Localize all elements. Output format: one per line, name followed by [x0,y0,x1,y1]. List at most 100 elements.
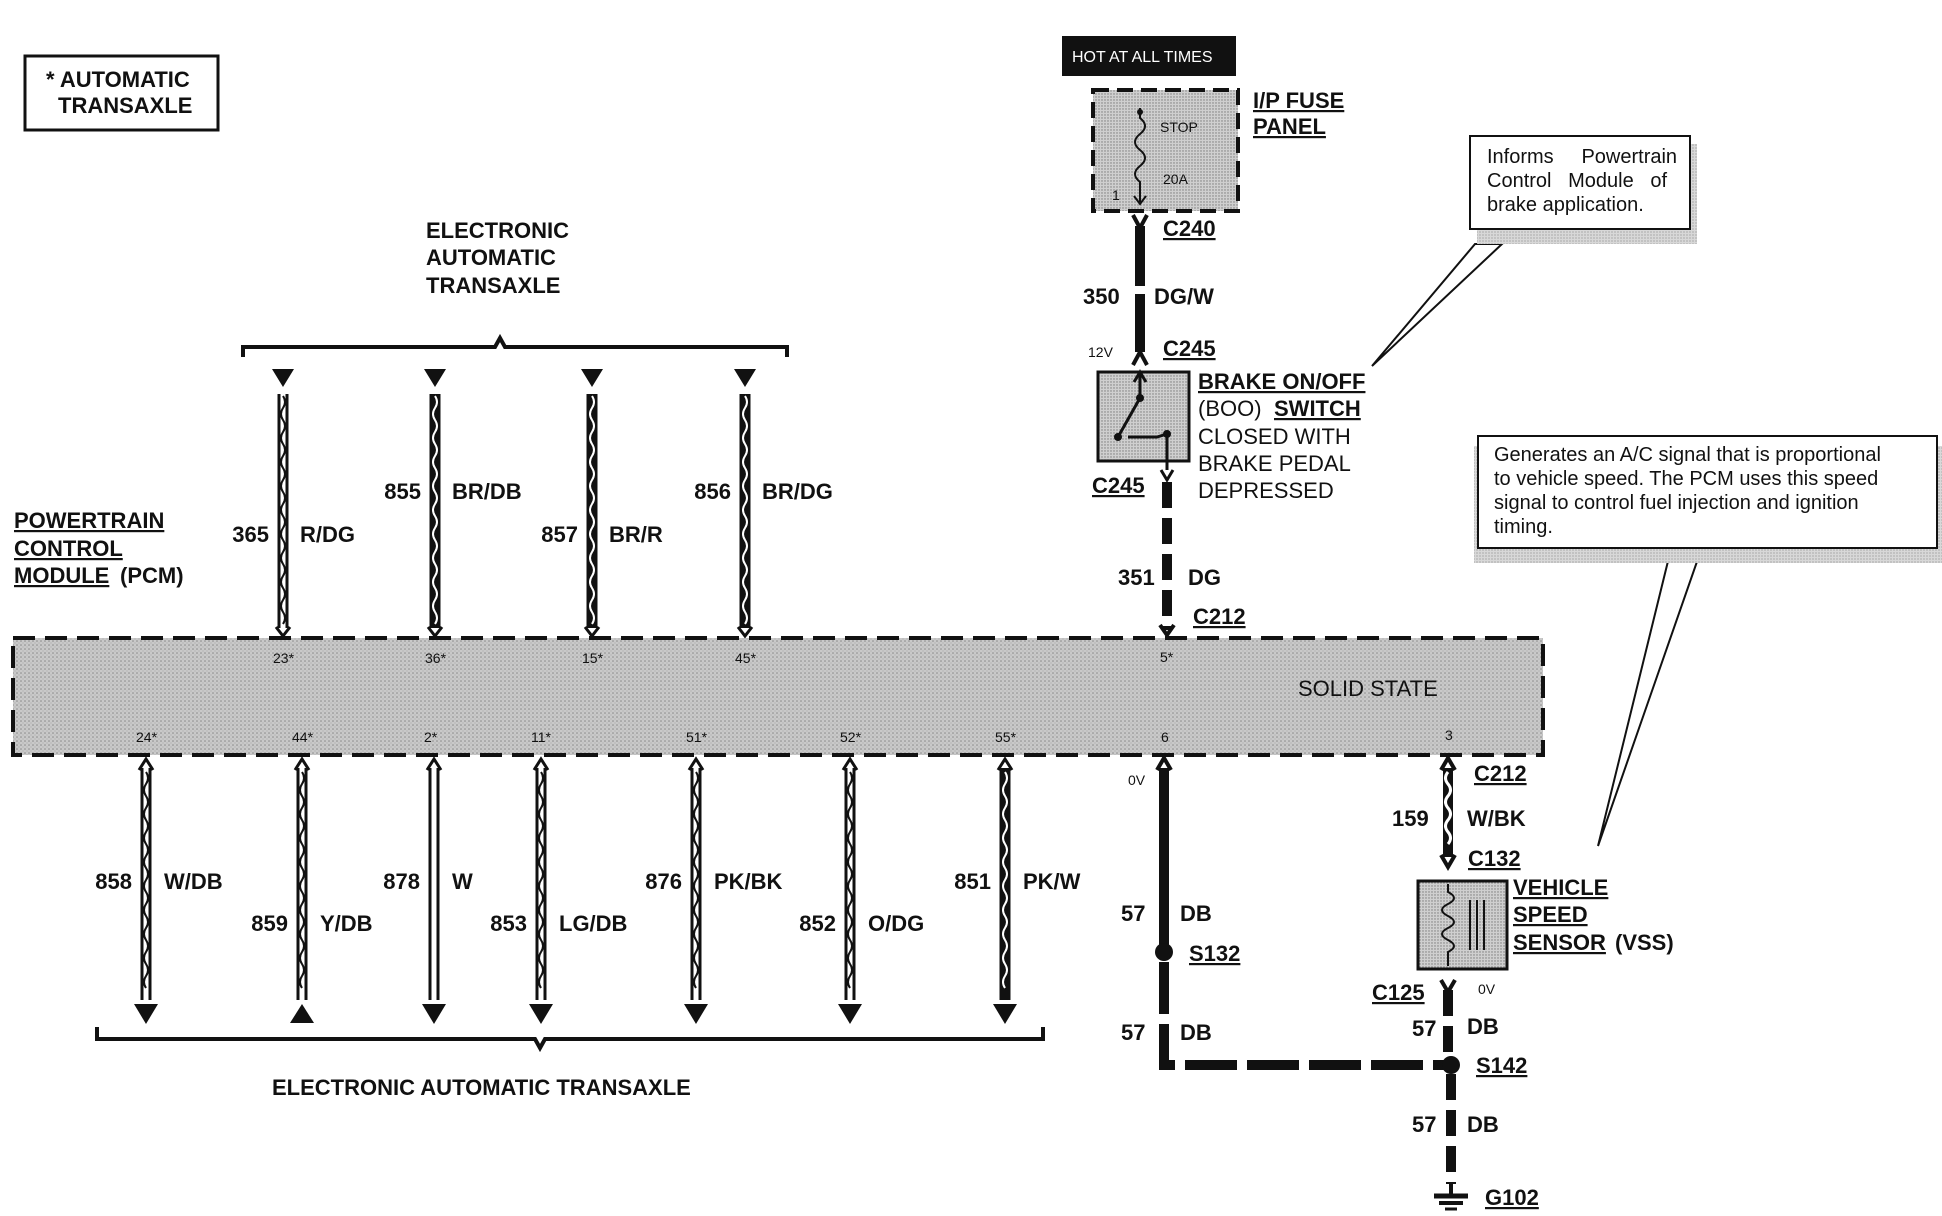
power-source: HOT AT ALL TIMES [1062,36,1236,76]
wire-circuit-number: 878 [383,869,420,894]
wire-stripe [538,771,544,989]
fuse-name: STOP [1160,119,1198,135]
wire-stripe [693,771,699,989]
pcm-pin-number: 36* [425,650,447,666]
fuse-element-icon [1134,108,1146,202]
connector-arrow-icon [993,1004,1017,1024]
wire-color-code: W/DB [164,869,223,894]
switch-contact-icon [1116,374,1169,470]
vss-coil-icon [1441,884,1455,966]
pcm-pin-number: 55* [995,729,1017,745]
brake-note: Informs Powertrain Control Module of bra… [1371,135,1697,367]
wire-color-code: BR/R [609,522,663,547]
vss-note-line-4: timing. [1494,516,1553,538]
w159-circuit: 159 [1392,806,1429,831]
connector-arrow-icon [134,1004,158,1024]
wire-circuit-number: 851 [954,869,991,894]
wire-circuit-number: 857 [541,522,578,547]
c245-bottom-label: C245 [1092,473,1145,498]
wire-color-code: BR/DG [762,479,833,504]
ground-circuit: 6 0V 57 DB S132 57 DB 57 DB S142 57 DB G… [1121,729,1539,1211]
wire-stripe [742,395,748,625]
switch-line-3: CLOSED WITH [1198,424,1351,449]
ground-icon [1434,1184,1468,1211]
connector-pin-icon [841,756,859,771]
w351-color: DG [1188,565,1221,590]
pcm-pin-vss: 3 [1445,727,1453,743]
c125-label: C125 [1372,980,1425,1005]
connector-arrow-icon [529,1004,553,1024]
connector-arrow-icon [838,1004,862,1024]
pcm-pin-number: 52* [840,729,862,745]
fuse-panel-line-1: I/P FUSE [1253,88,1344,113]
s142-label: S142 [1476,1053,1527,1078]
vss-note-line-2: to vehicle speed. The PCM uses this spee… [1494,468,1878,490]
switch-line-5: DEPRESSED [1198,478,1334,503]
vss-line-3-suffix: (VSS) [1615,930,1674,955]
vss-circuit: 3 C212 159 W/BK C132 VEHICLE SPEED SENSO… [1372,727,1674,1056]
c240-label: C240 [1163,216,1216,241]
w57d-color: DB [1467,1112,1499,1137]
fuse-panel: STOP 20A 1 I/P FUSE PANEL [1091,88,1344,213]
wire-color-code: Y/DB [320,911,373,936]
vss-voltage-0v: 0V [1478,981,1496,997]
vss-note: Generates an A/C signal that is proporti… [1474,435,1942,847]
top-group-line-3: TRANSAXLE [426,273,560,298]
switch-line-2b: SWITCH [1274,396,1361,421]
brake-note-line-1: Informs Powertrain [1487,146,1677,168]
wire-color-code: PK/BK [714,869,783,894]
boo-switch [1096,370,1191,463]
voltage-12v: 12V [1088,344,1114,360]
wire-stripe [280,395,286,625]
w57c-circuit: 57 [1412,1016,1436,1041]
top-transaxle-group: ELECTRONIC AUTOMATIC TRANSAXLE [241,218,789,357]
vss-note-line-3: signal to control fuel injection and ign… [1494,492,1859,514]
wire-color-code: PK/W [1023,869,1081,894]
w57a-color: DB [1180,901,1212,926]
connector-arrow-icon [422,1004,446,1024]
fuse-panel-line-2: PANEL [1253,114,1326,139]
brake-circuit: C240 350 DG/W 12V C245 BRAKE ON/OFF (BOO… [1083,214,1365,665]
connector-arrow-icon [684,1004,708,1024]
wire-color-code: LG/DB [559,911,627,936]
switch-line-2a: (BOO) [1198,396,1262,421]
legend-line-1: * AUTOMATIC [46,67,190,92]
wire-circuit-number: 856 [694,479,731,504]
wire-stripe [143,771,149,989]
w57a-circuit: 57 [1121,901,1145,926]
connector-arrow-icon [272,369,294,387]
pcm-pin-number: 51* [686,729,708,745]
pcm-line-2: CONTROL [14,536,123,561]
bottom-wire-851: 55* 851 PK/W [954,729,1081,1024]
w159-color: W/BK [1467,806,1526,831]
top-group-line-2: AUTOMATIC [426,245,556,270]
top-group-brace [241,333,789,357]
g102-label: G102 [1485,1185,1539,1210]
connector-pin-icon [736,626,754,639]
connector-arrow-icon [734,369,756,387]
wire-color-code: BR/DB [452,479,522,504]
wire-circuit-number: 859 [251,911,288,936]
pcm-label: POWERTRAIN CONTROL MODULE (PCM) [14,508,184,588]
w57b-color: DB [1180,1020,1212,1045]
connector-pin-icon [996,756,1014,771]
wire-color-code: W [452,869,473,894]
pcm-module: SOLID STATE [11,636,1545,757]
connector-pin-icon [137,756,155,771]
wire-circuit-number: 853 [490,911,527,936]
fuse-rating: 20A [1163,171,1189,187]
wire-circuit-number: 855 [384,479,421,504]
wire-stripe [847,771,853,989]
wire-circuit-number: 365 [232,522,269,547]
connector-pin-icon [274,626,292,639]
pcm-pin-number: 45* [735,650,757,666]
connector-pin-icon [687,756,705,771]
pcm-solid-state-label: SOLID STATE [1298,676,1438,701]
